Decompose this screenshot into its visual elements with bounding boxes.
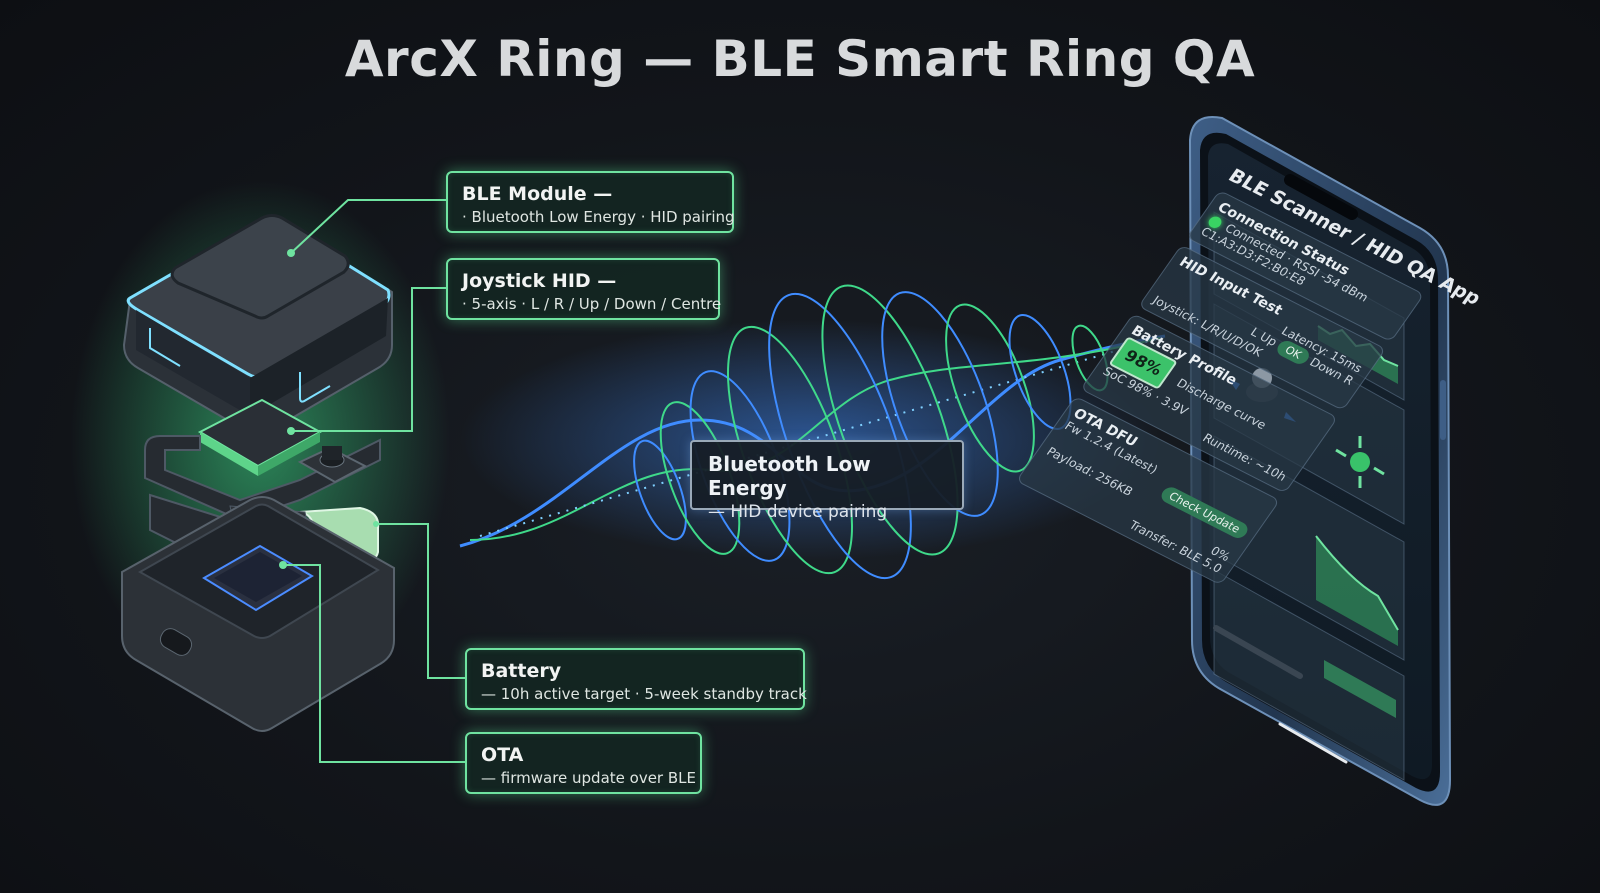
callout-heading: Joystick HID — [462,270,617,292]
bluetooth-label-box: Bluetooth Low Energy — HID device pairin… [690,440,964,522]
callout-joystick-hid: Joystick HID — · 5-axis · L / R / Up / D… [446,258,722,320]
ring-device-exploded [70,180,450,732]
callout-heading: OTA [481,744,524,766]
callout-sub: — firmware update over BLE [481,769,696,787]
ble-chip [197,398,323,476]
bottom-housing [121,496,395,732]
callout-sub: — 10h active target · 5-week standby tra… [481,685,807,703]
page-title: ArcX Ring — BLE Smart Ring QA [344,30,1256,88]
callout-ble-module: BLE Module — · Bluetooth Low Energy · HI… [446,171,735,233]
callout-sub: · Bluetooth Low Energy · HID pairing [462,208,735,226]
callout-heading: Battery [481,660,562,682]
dpad-right[interactable]: R [1340,372,1357,388]
bluetooth-label-heading: Bluetooth Low Energy [708,452,871,500]
callout-heading: BLE Module — [462,183,613,205]
bluetooth-label-sub: — HID device pairing [708,502,888,522]
callout-ota: OTA — firmware update over BLE [465,732,702,794]
callout-sub: · 5-axis · L / R / Up / Down / Centre [462,295,722,313]
callout-leaders [283,199,466,763]
callout-battery: Battery — 10h active target · 5-week sta… [465,648,807,710]
